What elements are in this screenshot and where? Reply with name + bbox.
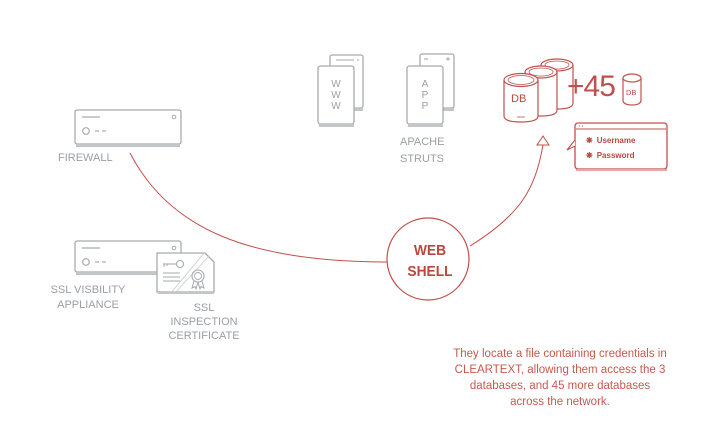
database-icon [622,73,642,106]
more-databases-label: DB [626,88,637,97]
www-letter-1: W [331,79,341,90]
ssl-appliance-label: SSL VISBILITY APPLIANCE [50,283,126,313]
certificate-icon [156,251,215,295]
apache-struts-label-line1: APACHE [400,136,445,148]
ssl-certificate-label-line1: SSL [193,302,215,314]
caption-text: They locate a file containing credential… [430,346,690,410]
ssl-appliance-label-line2: APPLIANCE [57,299,119,311]
ssl-certificate-label-line2: INSPECTION [170,316,238,328]
app-letter-2: P [421,90,429,101]
firewall-label: FIREWALL [58,152,113,164]
more-databases-count: +45 [567,70,616,103]
asterisk-icon: ❋ [586,136,593,145]
app-letter-1: A [421,79,429,90]
caption-line4: across the network. [510,396,610,408]
app-server-icon [406,53,455,127]
ssl-certificate-label: SSL INSPECTION CERTIFICATE [168,301,240,343]
caption-line3: databases, and 45 more databases [469,380,651,392]
web-server-icon [317,54,364,127]
www-letter-2: W [331,90,341,101]
app-letter-3: P [421,101,429,112]
webshell-to-database-connector [469,144,544,247]
caption-line2: CLEARTEXT, allowing them access the 3 [454,364,666,376]
firewall-appliance-icon [74,109,182,147]
www-letter-3: W [331,101,341,112]
password-label: Password [596,151,635,160]
webshell-label-line2: SHELL [407,263,453,280]
caption-line1: They locate a file containing credential… [453,348,667,360]
arrow-head-icon [536,135,550,146]
webshell-label-line1: WEB [413,242,447,259]
credential-password: ❋Password [586,151,635,160]
apache-struts-label-line2: STRUTS [400,153,444,165]
apache-struts-label: APACHE STRUTS [400,134,452,168]
asterisk-icon: ❋ [586,151,593,160]
ssl-appliance-label-line1: SSL VISBILITY [50,284,126,296]
username-label: Username [596,136,636,145]
webshell-circle [386,217,470,301]
credential-username: ❋Username [586,136,635,145]
credentials-window-icon [566,122,668,171]
ssl-certificate-label-line3: CERTIFICATE [168,330,240,342]
webshell-label: WEB SHELL [393,240,467,282]
firewall-to-webshell-connector [129,152,389,263]
database-stack-icon [503,58,574,123]
database-stack-label: DB [511,93,527,105]
